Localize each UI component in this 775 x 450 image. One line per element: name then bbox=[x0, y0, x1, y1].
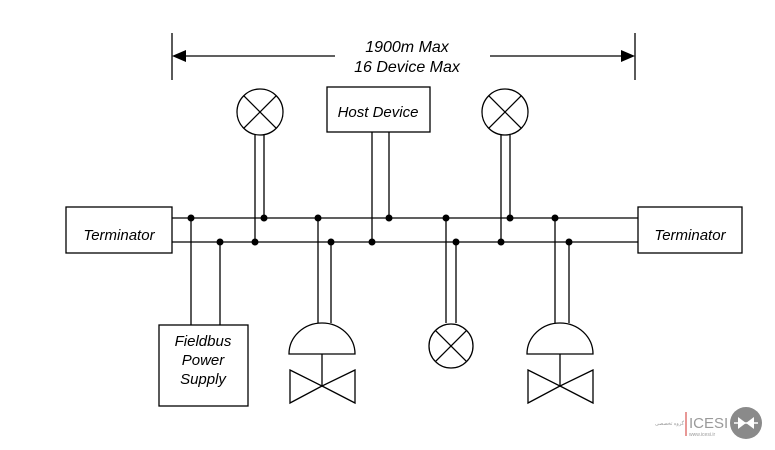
logo-url: www.icesi.ir bbox=[689, 432, 715, 438]
power-supply-label-line1: Fieldbus bbox=[175, 333, 232, 350]
indicator-lamp-icon bbox=[481, 88, 529, 136]
control-valve-left bbox=[288, 218, 356, 405]
indicator-lamp-icon bbox=[236, 88, 284, 136]
arrow-right-icon bbox=[621, 50, 635, 62]
power-supply-label-line3: Supply bbox=[180, 371, 227, 388]
host-device: Host Device bbox=[326, 86, 431, 242]
logo-brand: ICESI bbox=[689, 415, 728, 432]
junction-dot bbox=[565, 238, 573, 246]
terminator-left: Terminator bbox=[65, 206, 173, 254]
junction-dot bbox=[551, 214, 559, 222]
junction-dots bbox=[187, 214, 573, 246]
icesi-logo: گروه تخصصی ICESI www.icesi.ir bbox=[655, 407, 762, 439]
fieldbus-power-supply: Fieldbus Power Supply bbox=[158, 218, 249, 407]
range-indicator: 1900m Max 16 Device Max bbox=[171, 33, 636, 80]
logo-tagline: گروه تخصصی bbox=[655, 420, 685, 427]
power-supply-label-line2: Power bbox=[182, 352, 226, 369]
icesi-logo-icon bbox=[730, 407, 762, 439]
terminator-left-label: Terminator bbox=[83, 227, 155, 244]
junction-dot bbox=[260, 214, 268, 222]
terminator-right: Terminator bbox=[637, 206, 743, 254]
junction-dot bbox=[251, 238, 259, 246]
indicator-lamp-bottom bbox=[428, 218, 474, 369]
indicator-lamp-icon bbox=[428, 323, 474, 369]
junction-dot bbox=[187, 214, 195, 222]
control-valve-icon bbox=[526, 322, 594, 405]
junction-dot bbox=[368, 238, 376, 246]
junction-dot bbox=[314, 214, 322, 222]
junction-dot bbox=[327, 238, 335, 246]
indicator-lamp-top-right bbox=[481, 88, 529, 242]
junction-dot bbox=[497, 238, 505, 246]
control-valve-icon bbox=[288, 322, 356, 405]
junction-dot bbox=[452, 238, 460, 246]
indicator-lamp-top-left bbox=[236, 88, 284, 242]
arrow-left-icon bbox=[172, 50, 186, 62]
range-length-label: 1900m Max bbox=[365, 39, 450, 56]
host-device-label: Host Device bbox=[338, 104, 419, 121]
control-valve-right bbox=[526, 218, 594, 405]
range-device-count-label: 16 Device Max bbox=[354, 59, 461, 76]
junction-dot bbox=[442, 214, 450, 222]
terminator-right-label: Terminator bbox=[654, 227, 726, 244]
junction-dot bbox=[506, 214, 514, 222]
junction-dot bbox=[216, 238, 224, 246]
junction-dot bbox=[385, 214, 393, 222]
